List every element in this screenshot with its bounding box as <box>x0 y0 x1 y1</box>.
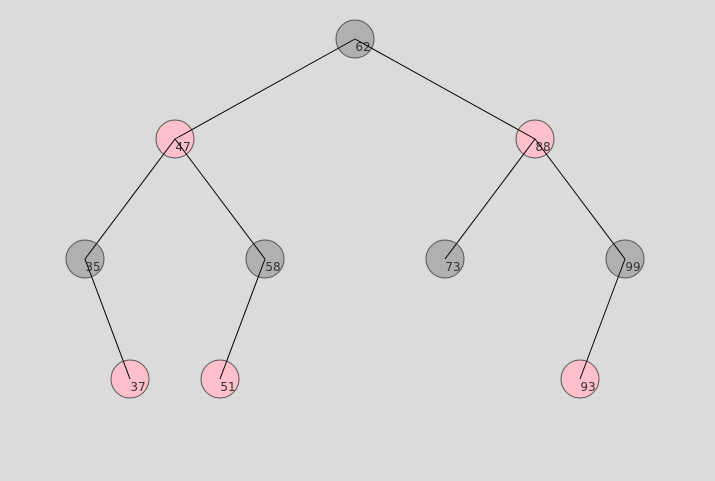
node-label-93: 93 <box>580 380 595 394</box>
edge-88-99 <box>534 138 626 260</box>
edge-62-88 <box>354 38 536 140</box>
node-label-58: 58 <box>265 260 280 274</box>
edge-99-93 <box>579 258 626 380</box>
node-label-73: 73 <box>445 260 460 274</box>
edge-47-35 <box>84 138 176 260</box>
node-label-51: 51 <box>220 380 235 394</box>
node-label-99: 99 <box>625 260 640 274</box>
node-label-62: 62 <box>355 40 370 54</box>
node-label-88: 88 <box>535 140 550 154</box>
edge-88-73 <box>444 138 536 260</box>
edge-47-58 <box>174 138 266 260</box>
node-label-37: 37 <box>130 380 145 394</box>
edge-58-51 <box>219 258 266 380</box>
tree-edges <box>84 38 626 380</box>
edge-62-47 <box>174 38 356 140</box>
edge-35-37 <box>84 258 131 380</box>
node-label-47: 47 <box>175 140 190 154</box>
